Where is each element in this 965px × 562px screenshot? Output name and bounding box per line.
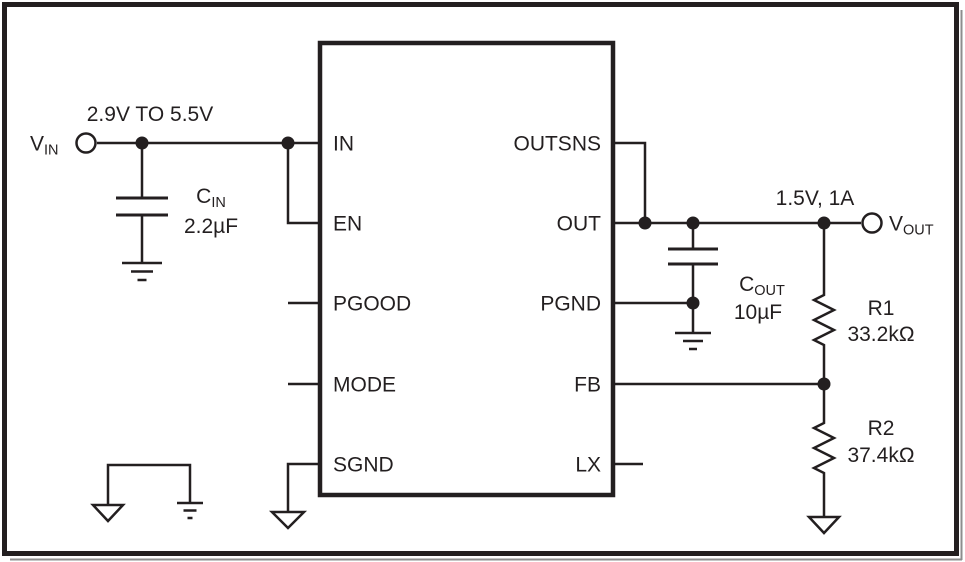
pin-label-outsns: OUTSNS bbox=[513, 133, 601, 156]
vin-terminal-circle bbox=[75, 132, 97, 154]
resistor-r2 bbox=[811, 384, 837, 517]
ground-earth-cout bbox=[675, 331, 711, 351]
ground-triangle-sgnd bbox=[268, 510, 308, 530]
pin-label-fb: FB bbox=[574, 374, 601, 397]
cout-ref-label: COUT bbox=[739, 273, 785, 299]
ground-earth-cin bbox=[122, 261, 162, 282]
r1-value-label: 33.2kΩ bbox=[847, 323, 914, 346]
vout-terminal-circle bbox=[861, 212, 883, 234]
outer-frame bbox=[2, 2, 959, 556]
input-range-label: 2.9V TO 5.5V bbox=[87, 103, 213, 126]
r2-ref-label: R2 bbox=[868, 417, 895, 440]
wire-sgnd bbox=[286, 462, 320, 512]
r2-value-label: 37.4kΩ bbox=[847, 444, 914, 467]
junction-dot bbox=[135, 136, 149, 150]
ground-triangle-legend bbox=[90, 503, 126, 523]
ground-earth-legend bbox=[177, 501, 203, 520]
frame-shadow bbox=[10, 10, 963, 561]
output-spec-label: 1.5V, 1A bbox=[776, 187, 855, 210]
r1-ref-label: R1 bbox=[868, 297, 895, 320]
cin-value-label: 2.2µF bbox=[184, 215, 238, 238]
pin-label-en: EN bbox=[333, 213, 362, 236]
ground-triangle-r2 bbox=[806, 515, 842, 535]
pin-label-out: OUT bbox=[557, 213, 602, 236]
junction-dot bbox=[686, 296, 700, 310]
resistor-r1 bbox=[811, 223, 837, 384]
ic-body bbox=[317, 40, 616, 498]
junction-dot bbox=[817, 216, 831, 230]
pin-label-in: IN bbox=[333, 133, 354, 156]
ground-legend-bracket bbox=[106, 463, 192, 505]
vout-terminal-label: VOUT bbox=[889, 213, 934, 239]
junction-dot bbox=[638, 216, 652, 230]
pin-label-sgnd: SGND bbox=[333, 454, 394, 477]
pin-label-lx: LX bbox=[575, 454, 601, 477]
vin-terminal-label: VIN bbox=[30, 133, 59, 159]
junction-dot bbox=[281, 136, 295, 150]
wire-outsns bbox=[613, 141, 647, 223]
pin-label-mode: MODE bbox=[333, 374, 396, 397]
pin-label-pgnd: PGND bbox=[540, 293, 601, 316]
pin-label-pgood: PGOOD bbox=[333, 293, 411, 316]
junction-dot bbox=[686, 216, 700, 230]
junction-dot bbox=[817, 377, 831, 391]
cin-ref-label: CIN bbox=[196, 185, 226, 211]
wire-en-branch bbox=[286, 143, 320, 225]
cout-value-label: 10µF bbox=[734, 301, 782, 324]
